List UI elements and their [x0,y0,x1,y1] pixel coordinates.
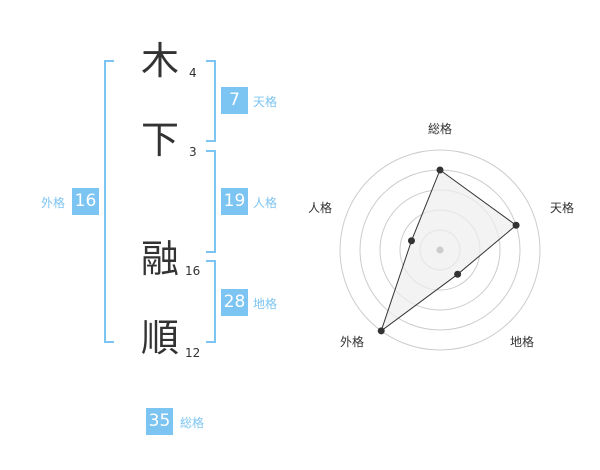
jinkaku-bracket [206,150,216,253]
axis-label-tenkaku: 天格 [550,201,575,215]
soukaku-value: 35 [146,408,173,435]
radar-point-0 [436,166,444,174]
chikaku-label: 地格 [253,297,278,311]
jinkaku-value: 19 [221,188,248,215]
tenkaku-label: 天格 [253,95,278,109]
radar-point-2 [454,270,462,278]
radar-point-4 [407,237,415,245]
stroke-count-3: 16 [185,264,201,278]
stroke-count-1: 4 [189,66,197,80]
axis-label-soukaku: 総格 [428,122,453,136]
radar-polygon [380,169,517,333]
name-char-1: 木 [141,39,180,83]
chikaku-value: 28 [221,289,248,316]
stroke-count-4: 12 [185,346,201,360]
axis-label-gaikaku: 外格 [340,335,365,349]
soukaku-label: 総格 [180,416,205,430]
radar-center [436,246,444,254]
gaikaku-value: 16 [72,188,99,215]
radar-ring [339,149,541,351]
chikaku-bracket [206,260,216,343]
stroke-count-2: 3 [189,145,197,159]
jinkaku-label: 人格 [253,196,278,210]
gaikaku-label: 外格 [41,196,66,210]
name-char-2: 下 [141,118,180,162]
radar-point-1 [512,221,520,229]
axis-label-chikaku: 地格 [510,335,535,349]
name-char-4: 順 [141,316,180,360]
tenkaku-value: 7 [221,87,248,114]
axis-label-jinkaku: 人格 [308,201,333,215]
gaikaku-bracket [104,60,114,343]
tenkaku-bracket [206,60,216,142]
radar-point-3 [377,327,385,335]
name-char-3: 融 [141,237,180,281]
